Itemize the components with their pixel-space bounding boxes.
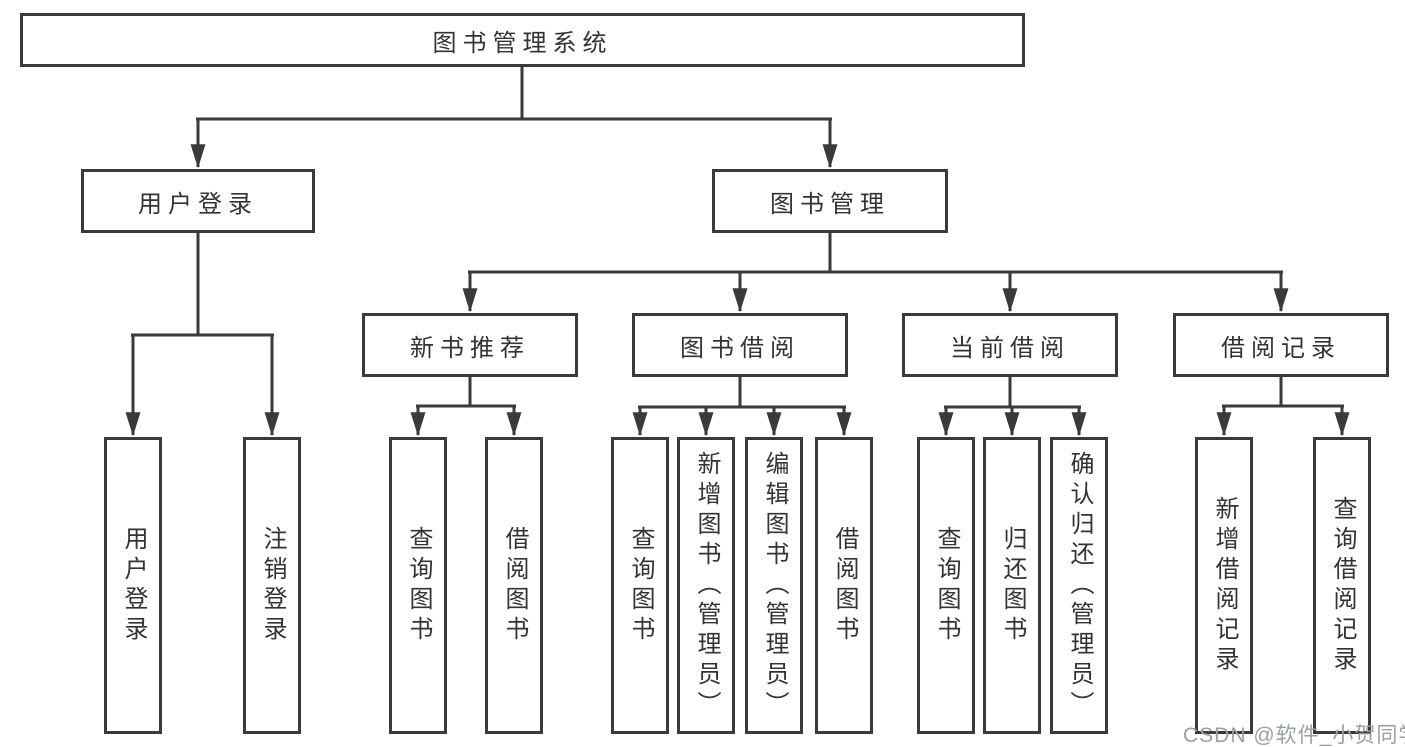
node-user-login: 用户登录 [81,169,315,233]
leaf-logout: 注销登录 [243,437,301,734]
leaf-recommend-query-books: 查询图书 [389,437,447,734]
leaf-borrowing-edit-books-admin: 编辑图书（管理员） [745,437,803,734]
node-current-borrowing: 当前借阅 [902,313,1118,377]
node-book-management: 图书管理 [712,169,948,233]
leaf-current-return-books: 归还图书 [983,437,1041,734]
leaf-records-add-record: 新增借阅记录 [1195,437,1253,734]
leaf-borrowing-query-books: 查询图书 [611,437,669,734]
node-library-system: 图书管理系统 [20,13,1025,67]
leaf-current-query-books: 查询图书 [917,437,975,734]
leaf-borrowing-borrow-books: 借阅图书 [815,437,873,734]
leaf-borrowing-add-books-admin: 新增图书（管理员） [677,437,735,734]
node-new-book-recommendation: 新书推荐 [362,313,578,377]
node-book-borrowing: 图书借阅 [632,313,848,377]
csdn-watermark: CSDN @软件_小贺同学 [1183,724,1405,747]
leaf-recommend-borrow-books: 借阅图书 [485,437,543,734]
leaf-user-login: 用户登录 [104,437,162,734]
leaf-current-confirm-return-admin: 确认归还（管理员） [1050,437,1108,734]
node-borrowing-records: 借阅记录 [1173,313,1389,377]
leaf-records-query-record: 查询借阅记录 [1313,437,1371,734]
